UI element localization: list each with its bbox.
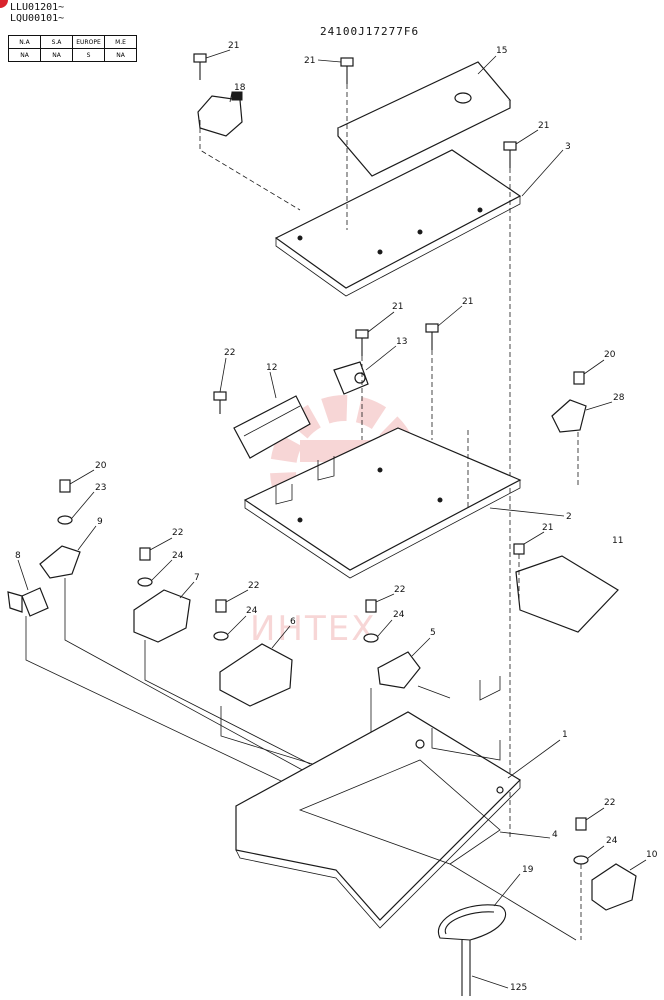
callout-11: 11 bbox=[612, 536, 623, 546]
callout-7: 7 bbox=[194, 573, 200, 583]
watermark-text: ИНТЕХ bbox=[250, 609, 377, 649]
callout-13: 13 bbox=[396, 337, 407, 347]
serial-line-1: LLU01201~ bbox=[10, 2, 65, 13]
washer-23 bbox=[57, 515, 73, 525]
callout-21: 21 bbox=[228, 41, 239, 51]
callout-25: 125 bbox=[510, 983, 527, 993]
part-18-relay bbox=[197, 91, 243, 137]
callout-3: 3 bbox=[565, 142, 571, 152]
part-1-base-frame bbox=[235, 676, 521, 929]
part-15-cover-box bbox=[337, 61, 511, 177]
bolt-21-top-left bbox=[193, 53, 207, 80]
part-6-box bbox=[213, 599, 293, 707]
region-value-me: NA bbox=[104, 48, 137, 62]
bolt-21-right bbox=[503, 141, 517, 168]
region-table-value-row: NA NA S NA bbox=[8, 48, 137, 62]
bolt-22-left bbox=[137, 547, 153, 587]
callout-4: 4 bbox=[552, 830, 558, 840]
callout-22: 22 bbox=[394, 585, 405, 595]
part-number: 24100J17277F6 bbox=[320, 25, 419, 38]
callout-21: 21 bbox=[462, 297, 473, 307]
callout-10: 10 bbox=[646, 850, 658, 860]
part-4-floor-plate bbox=[298, 759, 501, 865]
callout-20: 20 bbox=[604, 350, 616, 360]
part-28-clip bbox=[551, 371, 587, 433]
callout-22: 22 bbox=[224, 348, 235, 358]
part-19-harness bbox=[437, 904, 507, 996]
callout-1: 1 bbox=[562, 730, 568, 740]
callout-21: 21 bbox=[304, 56, 315, 66]
callout-24: 24 bbox=[172, 551, 184, 561]
part-13-sensor bbox=[333, 361, 369, 395]
region-table: N.A S.A EUROPE M.E NA NA S NA bbox=[8, 35, 137, 62]
callout-21: 21 bbox=[392, 302, 403, 312]
part-8-switch bbox=[7, 587, 49, 617]
part-5-horn bbox=[363, 599, 451, 699]
callout-labels: 21 21 15 18 21 3 21 21 22 13 12 20 28 20… bbox=[15, 41, 658, 993]
part-3-top-plate bbox=[274, 149, 522, 297]
callout-21: 21 bbox=[542, 523, 553, 533]
part-12-bracket bbox=[233, 395, 311, 459]
callout-6: 6 bbox=[290, 617, 296, 627]
callout-28: 28 bbox=[613, 393, 625, 403]
part-2-mid-plate bbox=[243, 427, 522, 579]
callout-23: 23 bbox=[95, 483, 106, 493]
callout-22: 22 bbox=[172, 528, 183, 538]
callout-5: 5 bbox=[430, 628, 436, 638]
bolt-20-left bbox=[59, 479, 71, 493]
bolt-22-mid bbox=[213, 391, 227, 414]
callout-8: 8 bbox=[15, 551, 21, 561]
bolt-21-top-mid bbox=[340, 57, 354, 84]
callout-15: 15 bbox=[496, 46, 507, 56]
callout-24: 24 bbox=[393, 610, 405, 620]
part-11-module bbox=[513, 543, 619, 633]
bolt-21-mid-b bbox=[425, 323, 439, 350]
callout-9: 9 bbox=[97, 517, 103, 527]
callout-leaders bbox=[17, 49, 647, 989]
callout-21: 21 bbox=[538, 121, 549, 131]
callout-22: 22 bbox=[604, 798, 615, 808]
callout-24: 24 bbox=[246, 606, 258, 616]
callout-22: 22 bbox=[248, 581, 259, 591]
serial-range: LLU01201~ LQU00101~ bbox=[10, 2, 64, 24]
part-10-horn bbox=[573, 817, 637, 911]
serial-line-2: LQU00101~ bbox=[10, 13, 65, 24]
callout-19: 19 bbox=[522, 865, 534, 875]
callout-18: 18 bbox=[234, 83, 246, 93]
callout-2: 2 bbox=[566, 512, 572, 522]
part-7-unit bbox=[133, 589, 191, 643]
callout-20: 20 bbox=[95, 461, 107, 471]
callout-12: 12 bbox=[266, 363, 277, 373]
bolt-21-mid-a bbox=[355, 329, 369, 356]
corner-marker-icon bbox=[0, 0, 8, 8]
part-9-clamp bbox=[39, 545, 81, 579]
callout-24: 24 bbox=[606, 836, 618, 846]
